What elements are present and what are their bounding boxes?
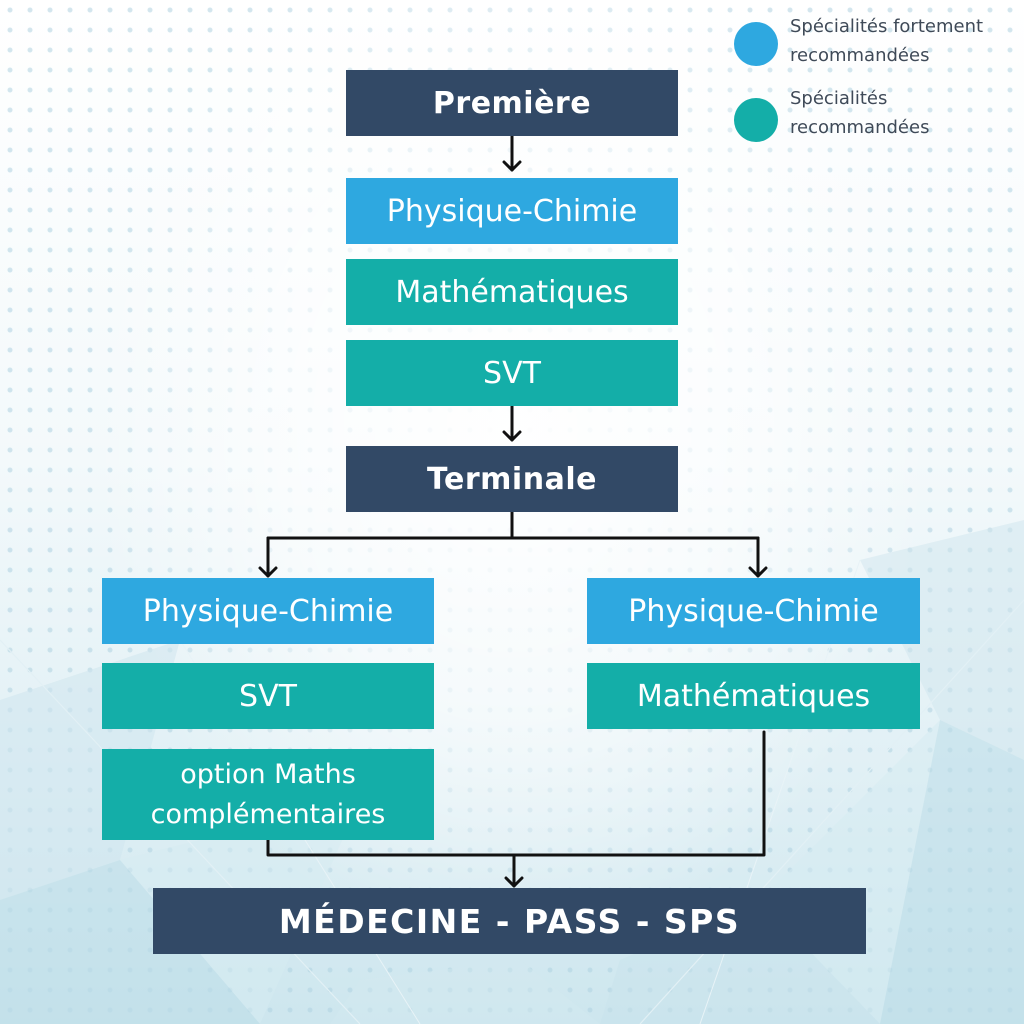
premiere-header: Première (346, 70, 678, 136)
legend-recommended-dot (734, 98, 778, 142)
premiere-svt: SVT (346, 340, 678, 406)
terminale-right-physique-chimie: Physique-Chimie (587, 578, 920, 644)
terminale-right-mathematiques: Mathématiques (587, 663, 920, 729)
legend-strong-line2: recommandées (790, 45, 930, 66)
legend-recommended-label: Spécialités recommandées (790, 84, 929, 142)
legend-strong-label: Spécialités fortement recommandées (790, 12, 983, 70)
terminale-left-svt: SVT (102, 663, 434, 729)
terminale-header: Terminale (346, 446, 678, 512)
terminale-left-option-maths: option Maths complémentaires (102, 749, 434, 840)
option-maths-line2: complémentaires (150, 798, 386, 830)
premiere-mathematiques: Mathématiques (346, 259, 678, 325)
terminale-left-physique-chimie: Physique-Chimie (102, 578, 434, 644)
premiere-physique-chimie: Physique-Chimie (346, 178, 678, 244)
final-destination: MÉDECINE - PASS - SPS (153, 888, 866, 954)
legend-recommended-line2: recommandées (790, 117, 930, 138)
legend-strong-dot (734, 22, 778, 66)
legend-recommended-line1: Spécialités (790, 88, 888, 109)
legend-strong-line1: Spécialités fortement (790, 16, 984, 37)
option-maths-line1: option Maths (180, 758, 356, 790)
